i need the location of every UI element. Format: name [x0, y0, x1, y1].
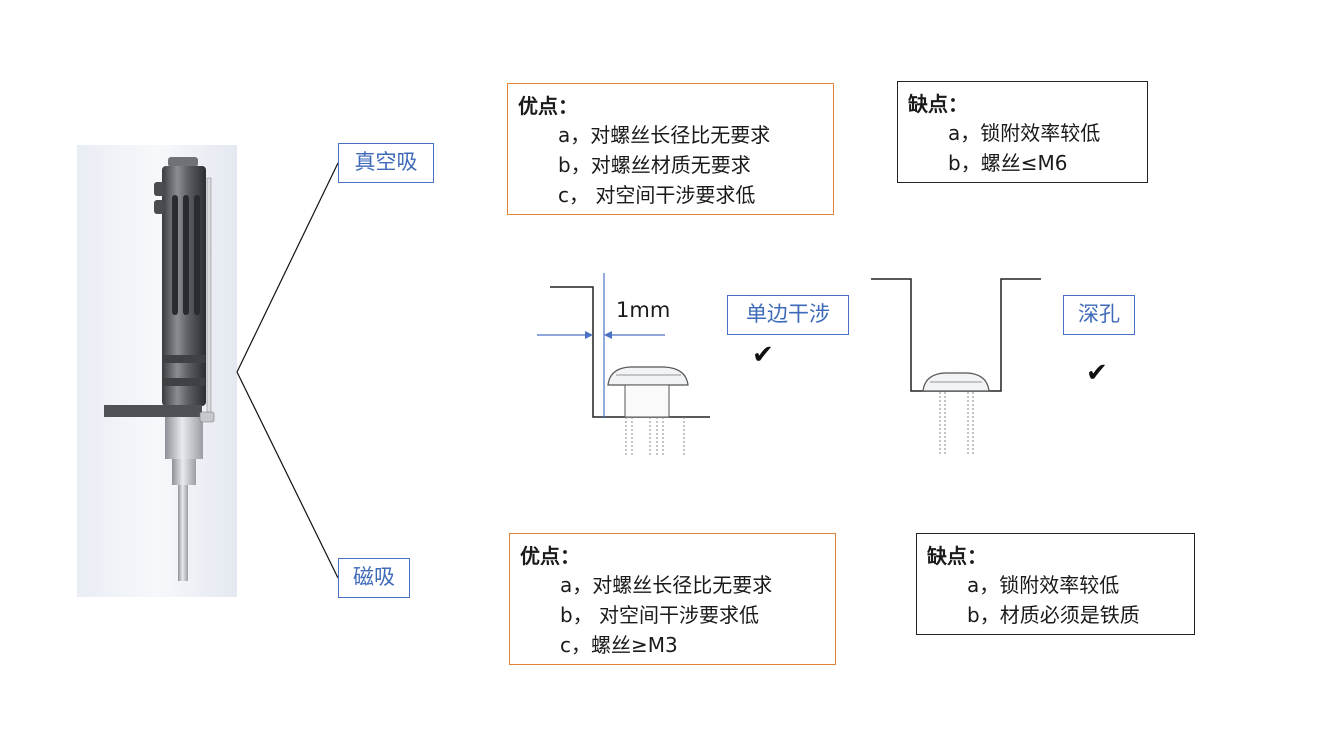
magnetic-method-label: 磁吸 [338, 558, 410, 598]
screwdriver-tool-image [77, 145, 237, 597]
vacuum-method-label: 真空吸 [338, 143, 434, 183]
connector-lines [236, 162, 339, 579]
dimension-label: 1mm [616, 298, 671, 322]
magnetic-pros-item: b， 对空间干涉要求低 [560, 603, 760, 627]
vacuum-pros-box: 优点： a，对螺丝长径比无要求 b，对螺丝材质无要求 c， 对空间干涉要求低 [507, 83, 834, 215]
magnetic-pros-item: a，对螺丝长径比无要求 [560, 573, 773, 597]
vacuum-pros-item: c， 对空间干涉要求低 [558, 183, 756, 207]
single-side-interference-label: 单边干涉 [727, 295, 849, 335]
deep-hole-check-icon: ✔ [1086, 358, 1108, 388]
magnetic-cons-item: b，材质必须是铁质 [967, 603, 1140, 627]
magnetic-pros-box: 优点： a，对螺丝长径比无要求 b， 对空间干涉要求低 c，螺丝≥M3 [509, 533, 836, 665]
deep-hole-diagram [871, 278, 1041, 455]
vacuum-cons-box: 缺点： a，锁附效率较低 b，螺丝≤M6 [897, 81, 1148, 183]
vacuum-pros-item: a，对螺丝长径比无要求 [558, 123, 771, 147]
vacuum-cons-item: b，螺丝≤M6 [948, 151, 1068, 175]
vacuum-pros-item: b，对螺丝材质无要求 [558, 153, 751, 177]
deep-hole-label: 深孔 [1063, 295, 1135, 335]
magnetic-cons-title: 缺点： [927, 544, 987, 568]
vacuum-cons-item: a，锁附效率较低 [948, 121, 1101, 145]
vacuum-pros-title: 优点： [518, 94, 578, 118]
vacuum-cons-title: 缺点： [908, 92, 968, 116]
magnetic-cons-item: a，锁附效率较低 [967, 573, 1120, 597]
magnetic-pros-title: 优点： [520, 544, 580, 568]
magnetic-cons-box: 缺点： a，锁附效率较低 b，材质必须是铁质 [916, 533, 1195, 635]
magnetic-pros-item: c，螺丝≥M3 [560, 633, 678, 657]
single-side-check-icon: ✔ [752, 340, 774, 370]
single-side-interference-diagram [537, 273, 710, 455]
